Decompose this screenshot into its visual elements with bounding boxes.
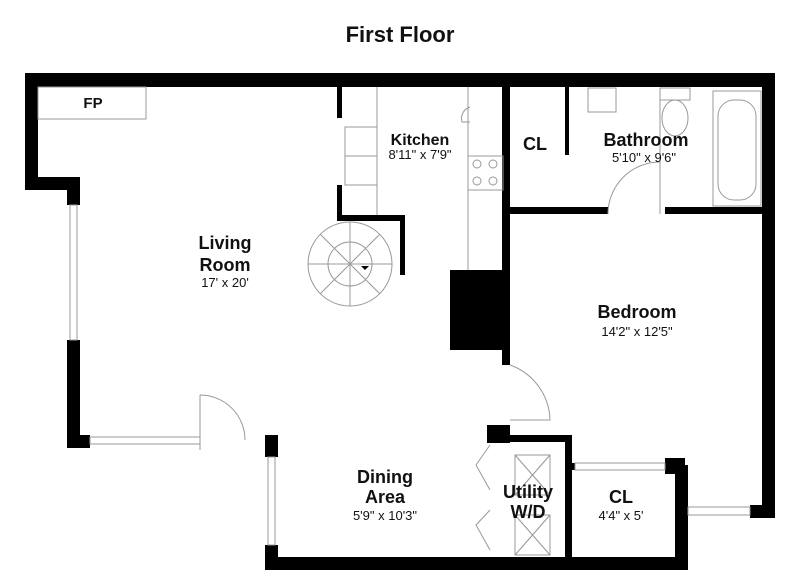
floor-title: First Floor — [346, 22, 455, 47]
fixtures — [37, 86, 762, 556]
kitchen-label: Kitchen — [391, 132, 450, 149]
living-dims: 17' x 20' — [201, 275, 249, 290]
utility-label-2: W/D — [511, 502, 546, 522]
closet-bottom-dims: 4'4" x 5' — [599, 508, 644, 523]
living-label-1: Living — [199, 233, 252, 253]
dining-label-2: Area — [365, 487, 406, 507]
window-left — [69, 204, 78, 341]
window-living-bottom — [89, 436, 201, 445]
dining-dims: 5'9" x 10'3" — [353, 508, 417, 523]
closet-top-label: CL — [523, 134, 547, 154]
dining-label-1: Dining — [357, 467, 413, 487]
toilet — [661, 99, 689, 137]
bathroom-label: Bathroom — [604, 130, 689, 150]
closet-slider — [574, 462, 666, 471]
kitchen-dims: 8'11" x 7'9" — [388, 147, 451, 162]
stove — [467, 155, 504, 191]
window-bedroom — [687, 506, 751, 516]
bathtub — [712, 90, 762, 207]
utility-label-1: Utility — [503, 482, 553, 502]
bathroom-sink — [587, 87, 617, 113]
window-dining — [267, 456, 276, 546]
room-labels: FP Kitchen 8'11" x 7'9" CL Bathroom 5'10… — [83, 95, 688, 523]
chimney — [450, 270, 510, 350]
fireplace — [37, 86, 147, 120]
walls — [25, 73, 775, 570]
bedroom-label: Bedroom — [597, 302, 676, 322]
closet-bottom-label: CL — [609, 487, 633, 507]
bathroom-dims: 5'10" x 9'6" — [612, 150, 676, 165]
bedroom-dims: 14'2" x 12'5" — [601, 324, 673, 339]
living-label-2: Room — [200, 255, 251, 275]
fp-label: FP — [83, 95, 102, 112]
